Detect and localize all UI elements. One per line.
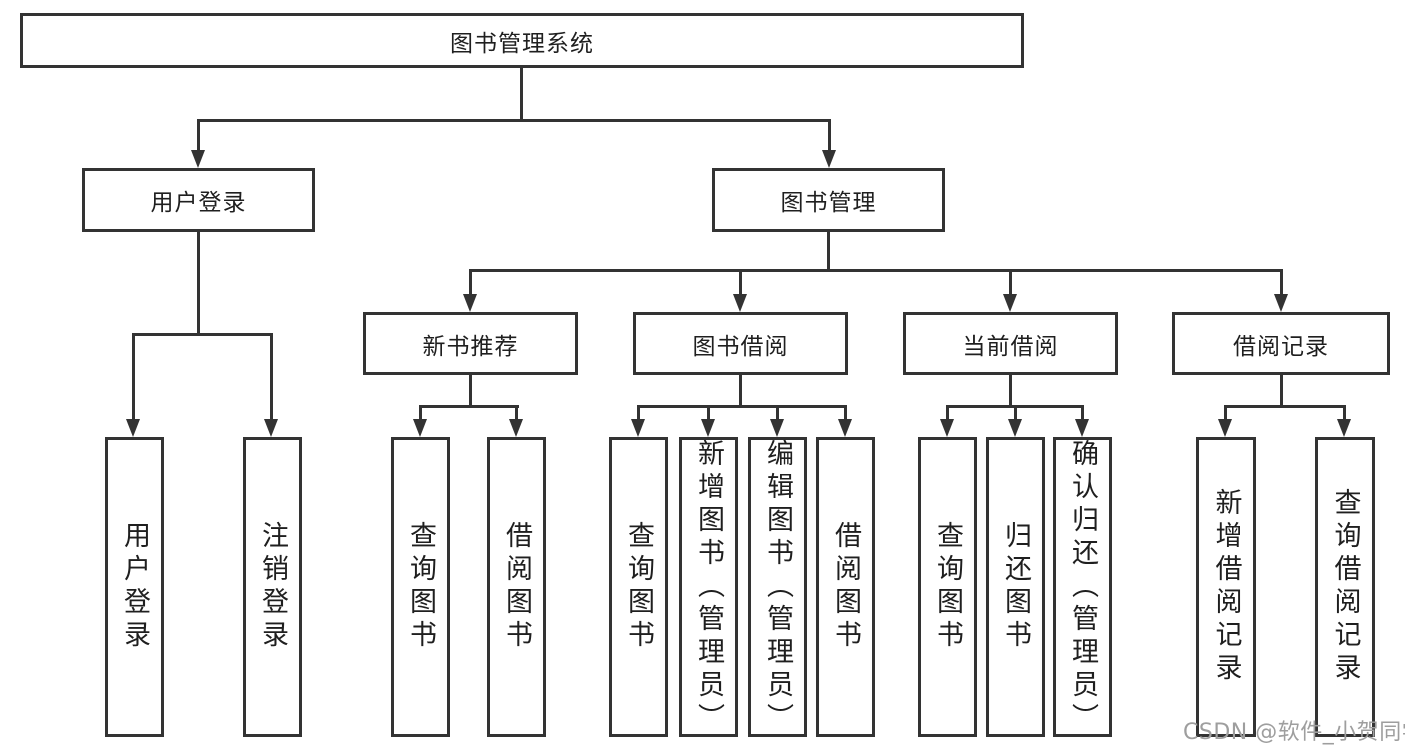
node-library-system: 图书管理系统 <box>20 13 1024 68</box>
leaf-rec-query-record: 查询借阅记录 <box>1315 437 1375 737</box>
leaf-nb-query-books: 查询图书 <box>391 437 450 737</box>
node-library-system-label: 图书管理系统 <box>450 30 594 57</box>
node-user-login-label: 用户登录 <box>150 190 247 216</box>
connector-drop-leaf-login <box>132 333 135 421</box>
node-borrow-records-label: 借阅记录 <box>1233 333 1329 360</box>
arrow-nb-borrow <box>509 419 523 437</box>
connector-drop-nb-query <box>419 405 422 421</box>
connector-drop-rec-add <box>1224 405 1227 421</box>
arrow-leaf-logout <box>264 419 278 437</box>
leaf-cb-query-books: 查询图书 <box>918 437 977 737</box>
leaf-cb-return-books: 归还图书 <box>986 437 1045 737</box>
arrow-bb-add <box>701 419 715 437</box>
leaf-bb-borrow-books-label: 借阅图书 <box>830 521 861 653</box>
leaf-rec-query-record-label: 查询借阅记录 <box>1329 488 1361 686</box>
connector-drop-borrow-records <box>1280 269 1283 296</box>
connector-drop-bb-add <box>707 405 710 421</box>
connector-userlogin-hline <box>132 333 273 336</box>
connector-newbook-hline <box>419 405 519 408</box>
node-book-mgmt-label: 图书管理 <box>780 190 877 216</box>
leaf-rec-add-record: 新增借阅记录 <box>1196 437 1256 737</box>
arrow-leaf-login <box>126 419 140 437</box>
leaf-bb-query-books-label: 查询图书 <box>623 521 654 653</box>
connector-bookborrow-stem <box>739 375 742 408</box>
connector-drop-bb-query <box>637 405 640 421</box>
connector-records-stem <box>1280 375 1283 408</box>
node-current-borrow-label: 当前借阅 <box>962 333 1059 360</box>
arrow-borrow-records <box>1274 294 1288 312</box>
connector-bookmgmt-hline <box>469 269 1283 272</box>
connector-drop-new-book <box>469 269 472 296</box>
connector-bookmgmt-stem <box>827 232 830 272</box>
leaf-rec-add-record-label: 新增借阅记录 <box>1210 488 1242 686</box>
connector-drop-book-mgmt <box>828 119 831 151</box>
connector-drop-user-login <box>197 119 200 151</box>
leaf-user-login-label: 用户登录 <box>119 521 150 653</box>
leaf-logout: 注销登录 <box>243 437 302 737</box>
arrow-bb-edit <box>770 419 784 437</box>
node-current-borrow: 当前借阅 <box>903 312 1118 375</box>
connector-drop-rec-query <box>1343 405 1346 421</box>
leaf-bb-borrow-books: 借阅图书 <box>816 437 875 737</box>
arrow-cb-confirm <box>1075 419 1089 437</box>
connector-root-stem <box>520 68 523 121</box>
leaf-cb-confirm-return-admin: 确认归还（管理员） <box>1053 437 1112 737</box>
arrow-rec-add <box>1218 419 1232 437</box>
connector-drop-bb-edit <box>776 405 779 421</box>
arrow-cb-query <box>940 419 954 437</box>
connector-drop-cb-confirm <box>1081 405 1084 421</box>
leaf-bb-query-books: 查询图书 <box>609 437 668 737</box>
leaf-nb-borrow-books-label: 借阅图书 <box>501 521 532 653</box>
connector-drop-cb-return <box>1014 405 1017 421</box>
arrow-current-borrow <box>1003 294 1017 312</box>
connector-currentborrow-stem <box>1009 375 1012 408</box>
arrow-nb-query <box>413 419 427 437</box>
leaf-bb-edit-books-admin: 编辑图书（管理员） <box>748 437 807 737</box>
arrow-cb-return <box>1008 419 1022 437</box>
leaf-cb-confirm-return-admin-label: 确认归还（管理员） <box>1067 438 1098 736</box>
node-user-login: 用户登录 <box>82 168 315 232</box>
leaf-cb-return-books-label: 归还图书 <box>1000 521 1031 653</box>
connector-drop-bb-borrow <box>844 405 847 421</box>
arrow-book-mgmt <box>822 150 836 168</box>
node-new-book-rec: 新书推荐 <box>363 312 578 375</box>
connector-newbook-stem <box>469 375 472 408</box>
leaf-bb-add-books-admin-label: 新增图书（管理员） <box>693 438 724 736</box>
connector-records-hline <box>1224 405 1346 408</box>
leaf-user-login: 用户登录 <box>105 437 164 737</box>
connector-bookborrow-hline <box>637 405 847 408</box>
arrow-bb-borrow <box>838 419 852 437</box>
connector-root-hline <box>197 119 831 122</box>
connector-drop-nb-borrow <box>515 405 518 421</box>
connector-drop-cb-query <box>946 405 949 421</box>
arrow-bb-query <box>631 419 645 437</box>
connector-drop-book-borrow <box>739 269 742 296</box>
arrow-new-book <box>463 294 477 312</box>
leaf-cb-query-books-label: 查询图书 <box>932 521 963 653</box>
node-borrow-records: 借阅记录 <box>1172 312 1390 375</box>
connector-drop-leaf-logout <box>270 333 273 421</box>
node-book-mgmt: 图书管理 <box>712 168 945 232</box>
node-new-book-rec-label: 新书推荐 <box>422 333 519 360</box>
leaf-bb-add-books-admin: 新增图书（管理员） <box>679 437 738 737</box>
arrow-book-borrow <box>733 294 747 312</box>
connector-userlogin-stem <box>197 232 200 336</box>
connector-drop-current-borrow <box>1009 269 1012 296</box>
leaf-logout-label: 注销登录 <box>257 521 288 653</box>
leaf-nb-query-books-label: 查询图书 <box>405 521 436 653</box>
leaf-nb-borrow-books: 借阅图书 <box>487 437 546 737</box>
csdn-watermark: CSDN @软件_小贺同学 <box>1183 720 1405 745</box>
node-book-borrow-label: 图书借阅 <box>692 333 789 360</box>
leaf-bb-edit-books-admin-label: 编辑图书（管理员） <box>762 438 793 736</box>
node-book-borrow: 图书借阅 <box>633 312 848 375</box>
arrow-rec-query <box>1337 419 1351 437</box>
arrow-user-login <box>191 150 205 168</box>
